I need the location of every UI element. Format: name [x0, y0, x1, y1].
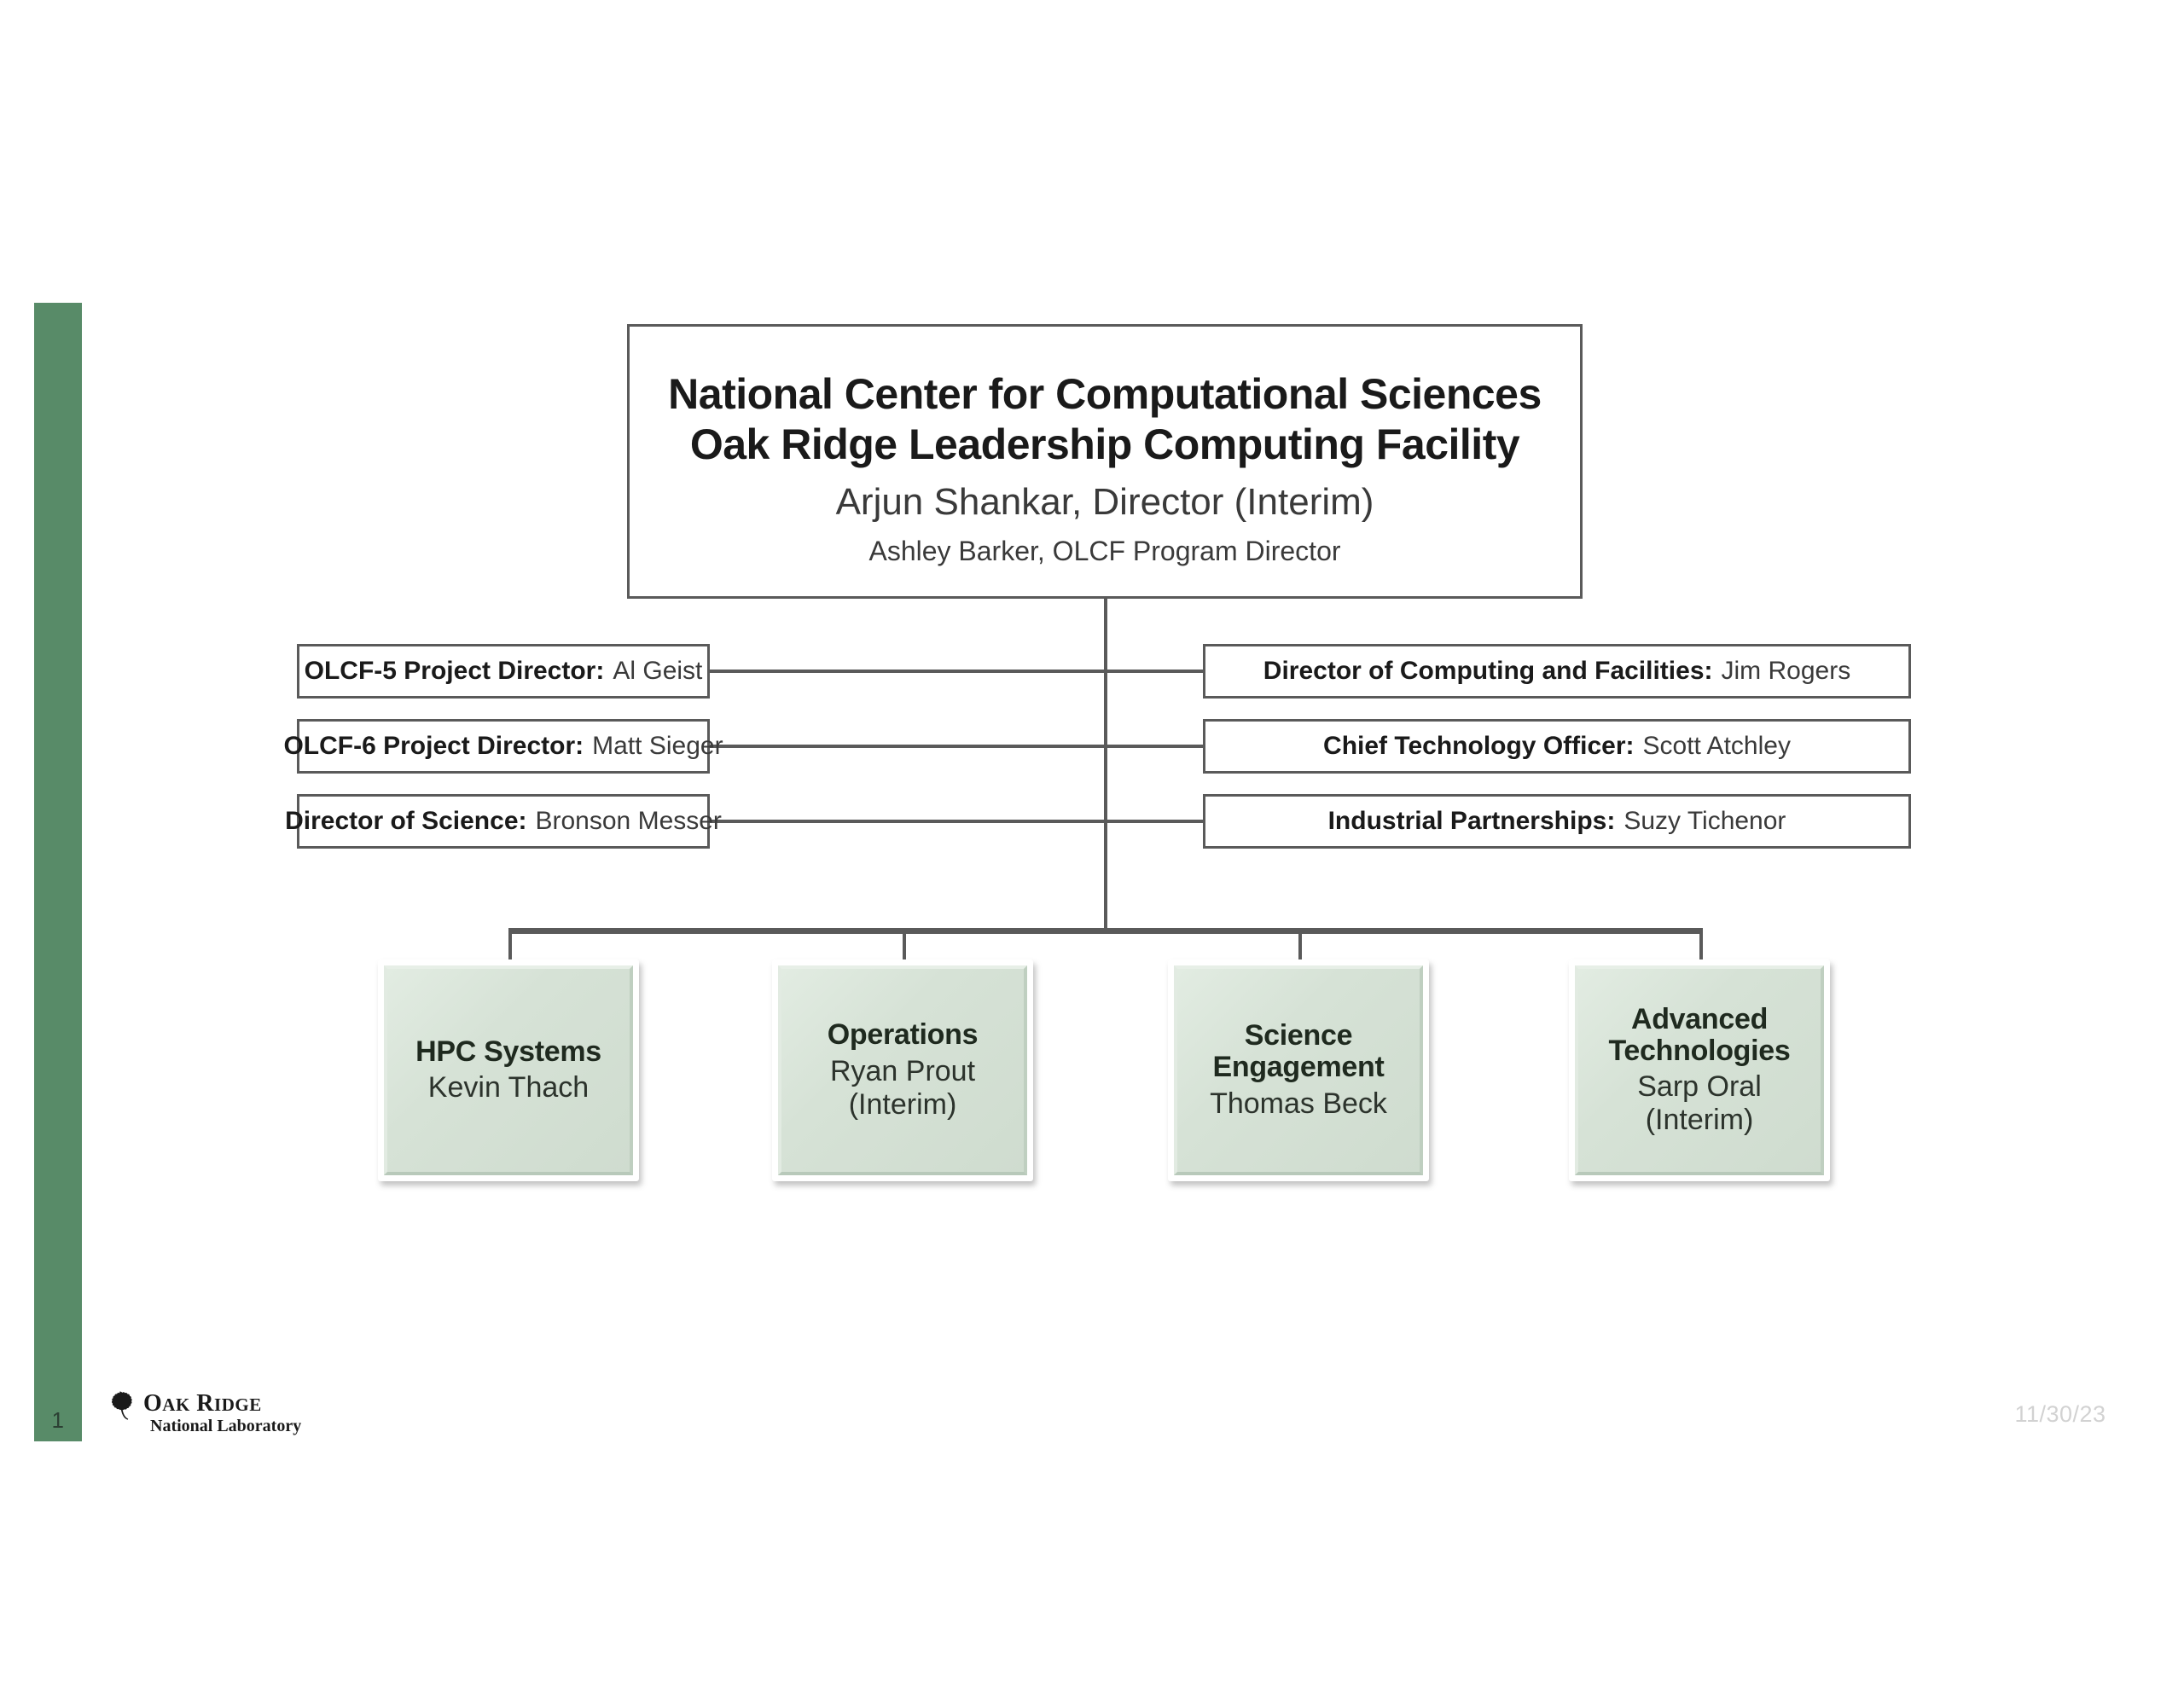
division-lead: Thomas Beck	[1210, 1087, 1387, 1120]
staff-role: Industrial Partnerships:	[1327, 807, 1616, 835]
ornl-logo: OAK RIDGE National Laboratory	[102, 1388, 307, 1441]
division-name: Operations	[827, 1018, 979, 1052]
division-lead: Kevin Thach	[427, 1071, 590, 1104]
org-title-box: National Center for Computational Scienc…	[627, 324, 1583, 599]
slide-number: 1	[51, 1406, 65, 1433]
connector-left-3	[710, 820, 1106, 823]
org-director: Arjun Shankar, Director (Interim)	[835, 481, 1374, 523]
division-box-operations: Operations Ryan Prout(Interim)	[772, 959, 1033, 1181]
oak-leaf-icon	[112, 1391, 132, 1420]
org-program-director: Ashley Barker, OLCF Program Director	[868, 536, 1341, 566]
staff-box-director-computing-facilities: Director of Computing and Facilities: Ji…	[1203, 644, 1911, 699]
connector-right-2	[1104, 745, 1205, 748]
connector-drop-2	[903, 928, 906, 964]
staff-role: OLCF-6 Project Director:	[283, 732, 584, 760]
staff-person: Al Geist	[613, 657, 703, 685]
division-name: HPC Systems	[415, 1035, 601, 1068]
staff-person: Suzy Tichenor	[1623, 807, 1786, 835]
connector-right-1	[1104, 670, 1205, 673]
connector-drop-4	[1699, 928, 1703, 964]
staff-box-director-of-science: Director of Science: Bronson Messer	[285, 794, 722, 849]
staff-person: Bronson Messer	[535, 807, 722, 835]
staff-box-olcf6-project-director: OLCF-6 Project Director: Matt Sieger	[283, 719, 723, 774]
connector-main-stem	[1104, 599, 1107, 933]
division-box-hpc-systems: HPC Systems Kevin Thach	[378, 959, 639, 1181]
org-name-line2: Oak Ridge Leadership Computing Facility	[689, 420, 1520, 468]
staff-role: Chief Technology Officer:	[1323, 732, 1635, 760]
connector-division-bus	[508, 928, 1703, 934]
left-accent-bar	[34, 303, 82, 1441]
staff-person: Matt Sieger	[592, 732, 723, 760]
slide-date: 11/30/23	[2014, 1401, 2106, 1427]
connector-left-2	[710, 745, 1106, 748]
svg-text:National Laboratory: National Laboratory	[150, 1417, 301, 1435]
staff-role: OLCF-5 Project Director:	[304, 657, 605, 685]
org-name-line1: National Center for Computational Scienc…	[668, 370, 1542, 418]
svg-text:OAK RIDGE: OAK RIDGE	[143, 1390, 262, 1417]
connector-drop-3	[1298, 928, 1302, 964]
connector-right-3	[1104, 820, 1205, 823]
staff-role: Director of Science:	[285, 807, 527, 835]
staff-person: Scott Atchley	[1642, 732, 1791, 760]
connector-left-1	[710, 670, 1106, 673]
staff-role: Director of Computing and Facilities:	[1263, 657, 1713, 685]
division-inner-face: Operations Ryan Prout(Interim)	[778, 965, 1027, 1175]
division-lead: Ryan Prout(Interim)	[829, 1054, 976, 1121]
division-lead: Sarp Oral(Interim)	[1637, 1070, 1762, 1137]
connector-drop-1	[508, 928, 512, 964]
staff-box-industrial-partnerships: Industrial Partnerships: Suzy Tichenor	[1203, 794, 1911, 849]
staff-person: Jim Rogers	[1721, 657, 1851, 685]
staff-box-chief-technology-officer: Chief Technology Officer: Scott Atchley	[1203, 719, 1911, 774]
staff-box-olcf5-project-director: OLCF-5 Project Director: Al Geist	[297, 644, 710, 699]
division-inner-face: HPC Systems Kevin Thach	[384, 965, 633, 1175]
